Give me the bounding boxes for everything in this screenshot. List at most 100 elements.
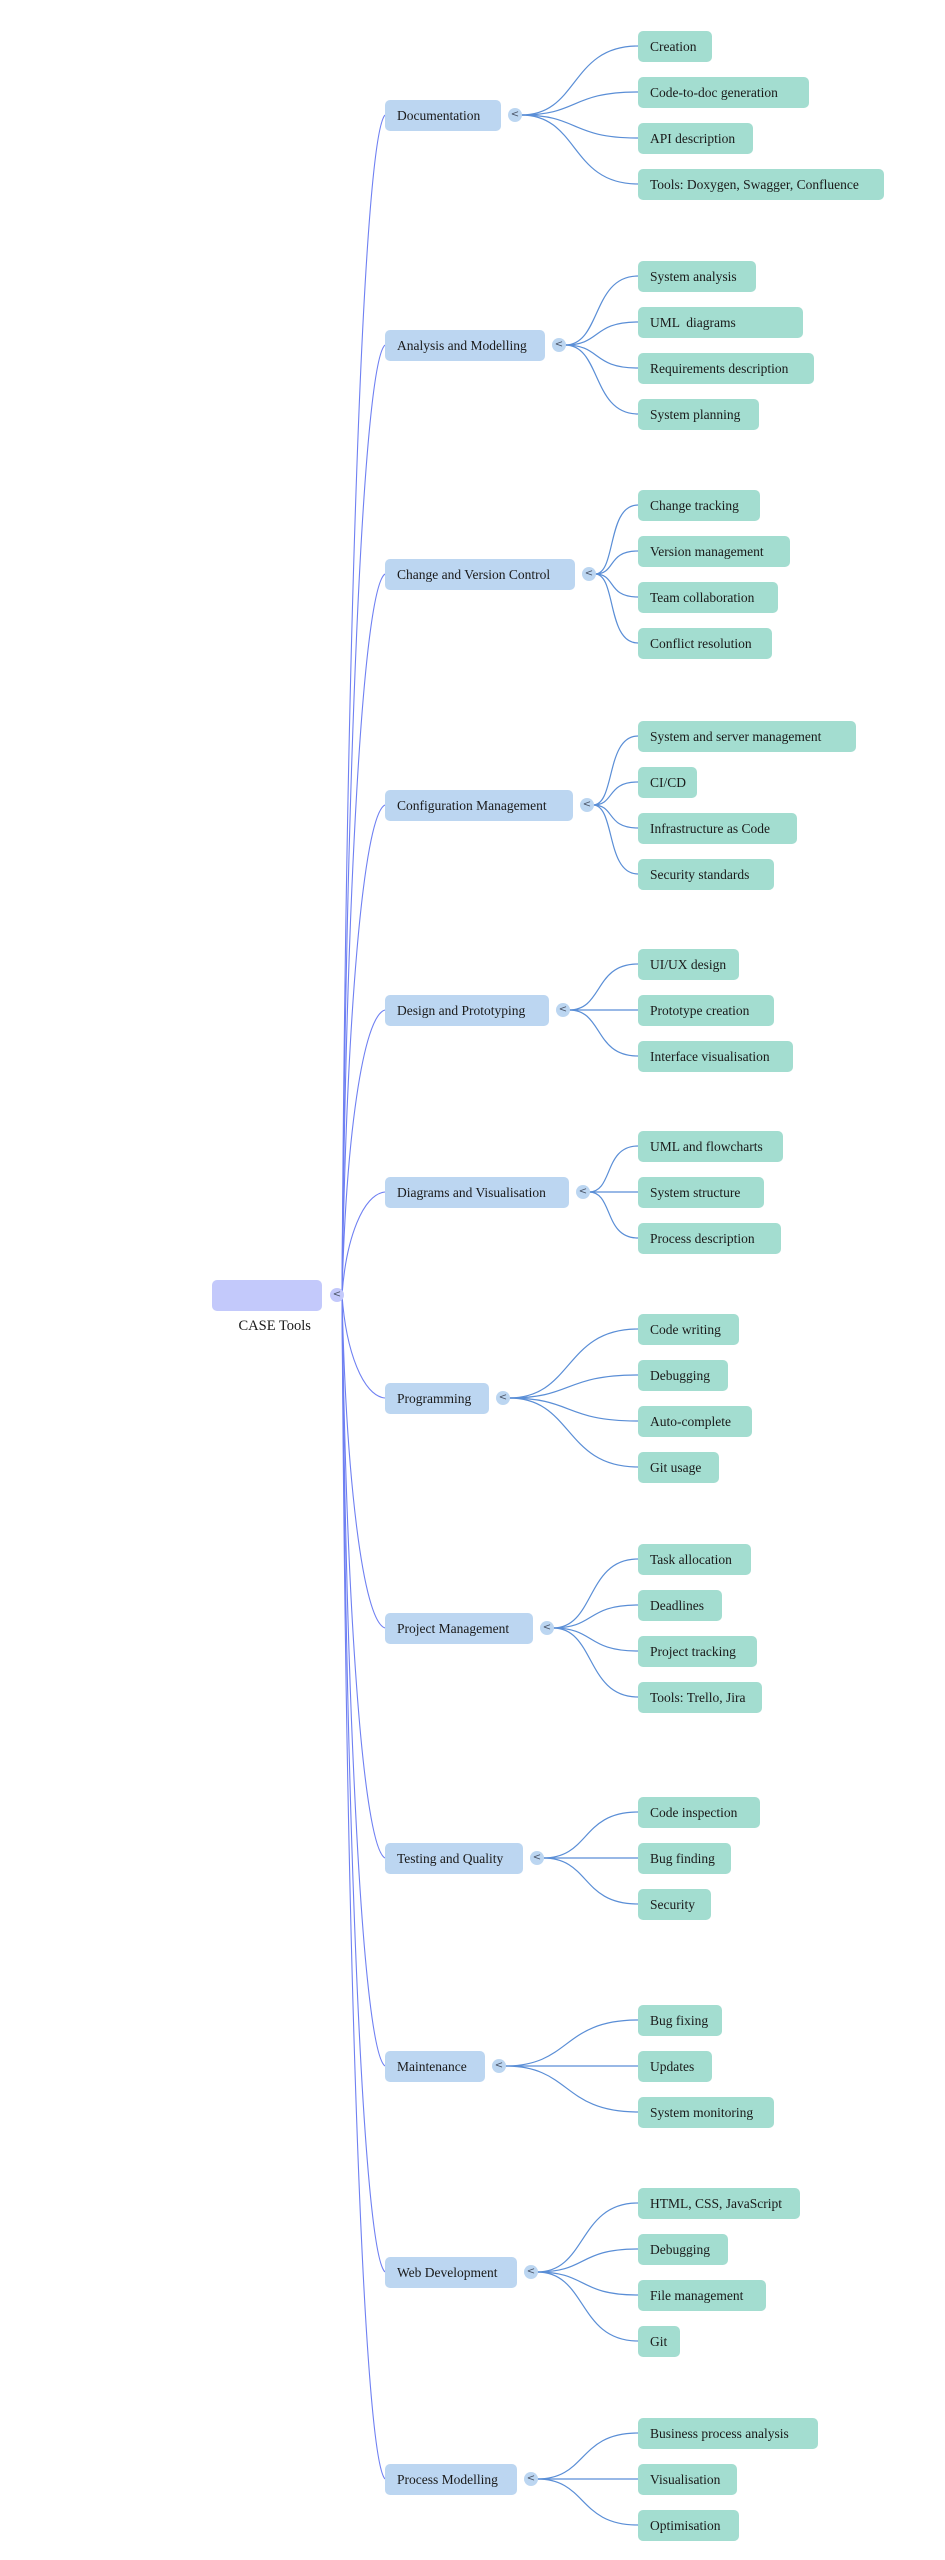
branch-node-testing-and-quality[interactable]: Testing and Quality	[385, 1842, 523, 1874]
collapse-toggle-icon[interactable]: <	[540, 1621, 554, 1635]
leaf-node-security-standards[interactable]: Security standards	[638, 858, 774, 890]
leaf-node-api-description[interactable]: API description	[638, 122, 753, 154]
leaf-label: API description	[650, 130, 736, 146]
branch-node-change-and-version-control[interactable]: Change and Version Control	[385, 558, 575, 590]
leaf-node-conflict-resolution[interactable]: Conflict resolution	[638, 627, 772, 659]
leaf-node-project-tracking[interactable]: Project tracking	[638, 1635, 757, 1667]
leaf-node-uml-diagrams[interactable]: UML diagrams	[638, 306, 803, 338]
leaf-label: System monitoring	[650, 2104, 754, 2120]
leaf-node-infrastructure-as-code[interactable]: Infrastructure as Code	[638, 812, 797, 844]
branch-node-design-and-prototyping[interactable]: Design and Prototyping	[385, 994, 549, 1026]
leaf-node-change-tracking[interactable]: Change tracking	[638, 489, 760, 521]
leaf-node-debugging[interactable]: Debugging	[638, 1359, 728, 1391]
root-link-analysis-and-modelling	[341, 344, 386, 1296]
leaf-node-system-monitoring[interactable]: System monitoring	[638, 2096, 774, 2128]
leaf-label: UML diagrams	[650, 314, 736, 330]
branch-node-web-development[interactable]: Web Development	[385, 2256, 517, 2288]
branch-node-documentation[interactable]: Documentation	[385, 99, 501, 131]
leaf-node-business-process-analysis[interactable]: Business process analysis	[638, 2417, 818, 2449]
collapse-toggle-icon[interactable]: <	[552, 338, 566, 352]
collapse-toggle-icon[interactable]: <	[582, 567, 596, 581]
leaf-node-deadlines[interactable]: Deadlines	[638, 1589, 722, 1621]
leaf-label: Project tracking	[650, 1643, 736, 1659]
leaf-node-updates[interactable]: Updates	[638, 2050, 712, 2082]
leaf-label: Infrastructure as Code	[650, 820, 770, 836]
branch-link-interface-visualisation	[568, 1009, 639, 1057]
leaf-label: HTML, CSS, JavaScript	[650, 2195, 783, 2211]
branch-label: Design and Prototyping	[397, 1002, 526, 1018]
leaf-node-version-management[interactable]: Version management	[638, 535, 790, 567]
branch-node-maintenance[interactable]: Maintenance	[385, 2050, 485, 2082]
branch-node-analysis-and-modelling[interactable]: Analysis and Modelling	[385, 329, 545, 361]
leaf-node-optimisation[interactable]: Optimisation	[638, 2509, 739, 2541]
leaf-node-uml-and-flowcharts[interactable]: UML and flowcharts	[638, 1130, 783, 1162]
leaf-label: Updates	[650, 2058, 695, 2074]
leaf-node-bug-finding[interactable]: Bug finding	[638, 1842, 731, 1874]
branch-link-code-writing	[508, 1328, 639, 1399]
collapse-toggle-icon[interactable]: <	[508, 108, 522, 122]
branch-node-configuration-management[interactable]: Configuration Management	[385, 789, 573, 821]
branch-link-tools-trello-jira	[552, 1627, 639, 1698]
branch-link-creation	[520, 45, 639, 116]
leaf-node-code-inspection[interactable]: Code inspection	[638, 1796, 760, 1828]
leaf-node-tools-trello-jira[interactable]: Tools: Trello, Jira	[638, 1681, 762, 1713]
collapse-toggle-icon[interactable]: <	[556, 1003, 570, 1017]
leaf-node-git[interactable]: Git	[638, 2325, 680, 2357]
leaf-node-requirements-description[interactable]: Requirements description	[638, 352, 814, 384]
root-link-process-modelling	[341, 1294, 386, 2480]
collapse-toggle-icon[interactable]: <	[524, 2265, 538, 2279]
leaf-node-prototype-creation[interactable]: Prototype creation	[638, 994, 774, 1026]
leaf-node-system-and-server-management[interactable]: System and server management	[638, 720, 856, 752]
collapse-toggle-icon[interactable]: <	[492, 2059, 506, 2073]
leaf-node-ci-cd[interactable]: CI/CD	[638, 766, 697, 798]
collapse-toggle-icon[interactable]: <	[576, 1185, 590, 1199]
leaf-node-code-writing[interactable]: Code writing	[638, 1313, 739, 1345]
branch-node-process-modelling[interactable]: Process Modelling	[385, 2463, 517, 2495]
branch-label: Process Modelling	[397, 2471, 498, 2487]
branch-label: Project Management	[397, 1620, 510, 1636]
leaf-node-tools-doxygen-swagger-confluence[interactable]: Tools: Doxygen, Swagger, Confluence	[638, 168, 884, 200]
leaf-node-system-analysis[interactable]: System analysis	[638, 260, 756, 292]
leaf-node-git-usage[interactable]: Git usage	[638, 1451, 719, 1483]
leaf-node-task-allocation[interactable]: Task allocation	[638, 1543, 751, 1575]
leaf-node-code-to-doc-generation[interactable]: Code-to-doc generation	[638, 76, 809, 108]
leaf-node-auto-complete[interactable]: Auto-complete	[638, 1405, 752, 1437]
leaf-label: Task allocation	[650, 1551, 732, 1567]
leaf-label: System and server management	[650, 728, 822, 744]
leaf-label: Requirements description	[650, 360, 789, 376]
leaf-node-system-planning[interactable]: System planning	[638, 398, 759, 430]
leaf-node-bug-fixing[interactable]: Bug fixing	[638, 2004, 722, 2036]
branch-link-git	[536, 2271, 639, 2342]
leaf-label: File management	[650, 2287, 744, 2303]
collapse-toggle-icon[interactable]: <	[524, 2472, 538, 2486]
leaf-node-debugging[interactable]: Debugging	[638, 2233, 728, 2265]
root-node[interactable]: CASE Tools	[212, 1279, 322, 1334]
branch-node-programming[interactable]: Programming	[385, 1382, 489, 1414]
collapse-toggle-icon[interactable]: <	[496, 1391, 510, 1405]
collapse-toggle-icon[interactable]: <	[530, 1851, 544, 1865]
leaf-node-security[interactable]: Security	[638, 1888, 711, 1920]
leaf-node-team-collaboration[interactable]: Team collaboration	[638, 581, 778, 613]
leaf-label: Bug fixing	[650, 2012, 709, 2028]
root-link-web-development	[341, 1294, 386, 2273]
leaf-node-creation[interactable]: Creation	[638, 30, 712, 62]
leaf-label: Team collaboration	[650, 589, 755, 605]
leaf-node-ui-ux-design[interactable]: UI/UX design	[638, 948, 739, 980]
leaf-node-interface-visualisation[interactable]: Interface visualisation	[638, 1040, 793, 1072]
collapse-toggle-icon[interactable]: <	[580, 798, 594, 812]
branch-node-project-management[interactable]: Project Management	[385, 1612, 533, 1644]
root-link-documentation	[341, 114, 386, 1296]
branch-node-diagrams-and-visualisation[interactable]: Diagrams and Visualisation	[385, 1176, 569, 1208]
root-link-configuration-management	[341, 804, 386, 1296]
leaf-label: Git usage	[650, 1459, 702, 1475]
leaf-node-visualisation[interactable]: Visualisation	[638, 2463, 737, 2495]
root-link-diagrams-and-visualisation	[341, 1191, 386, 1296]
branch-link-ci-cd	[592, 781, 639, 806]
leaf-node-file-management[interactable]: File management	[638, 2279, 766, 2311]
leaf-node-html-css-javascript[interactable]: HTML, CSS, JavaScript	[638, 2187, 800, 2219]
leaf-node-system-structure[interactable]: System structure	[638, 1176, 764, 1208]
collapse-toggle-icon[interactable]: <	[330, 1288, 344, 1302]
leaf-node-process-description[interactable]: Process description	[638, 1222, 781, 1254]
branch-link-task-allocation	[552, 1558, 639, 1629]
